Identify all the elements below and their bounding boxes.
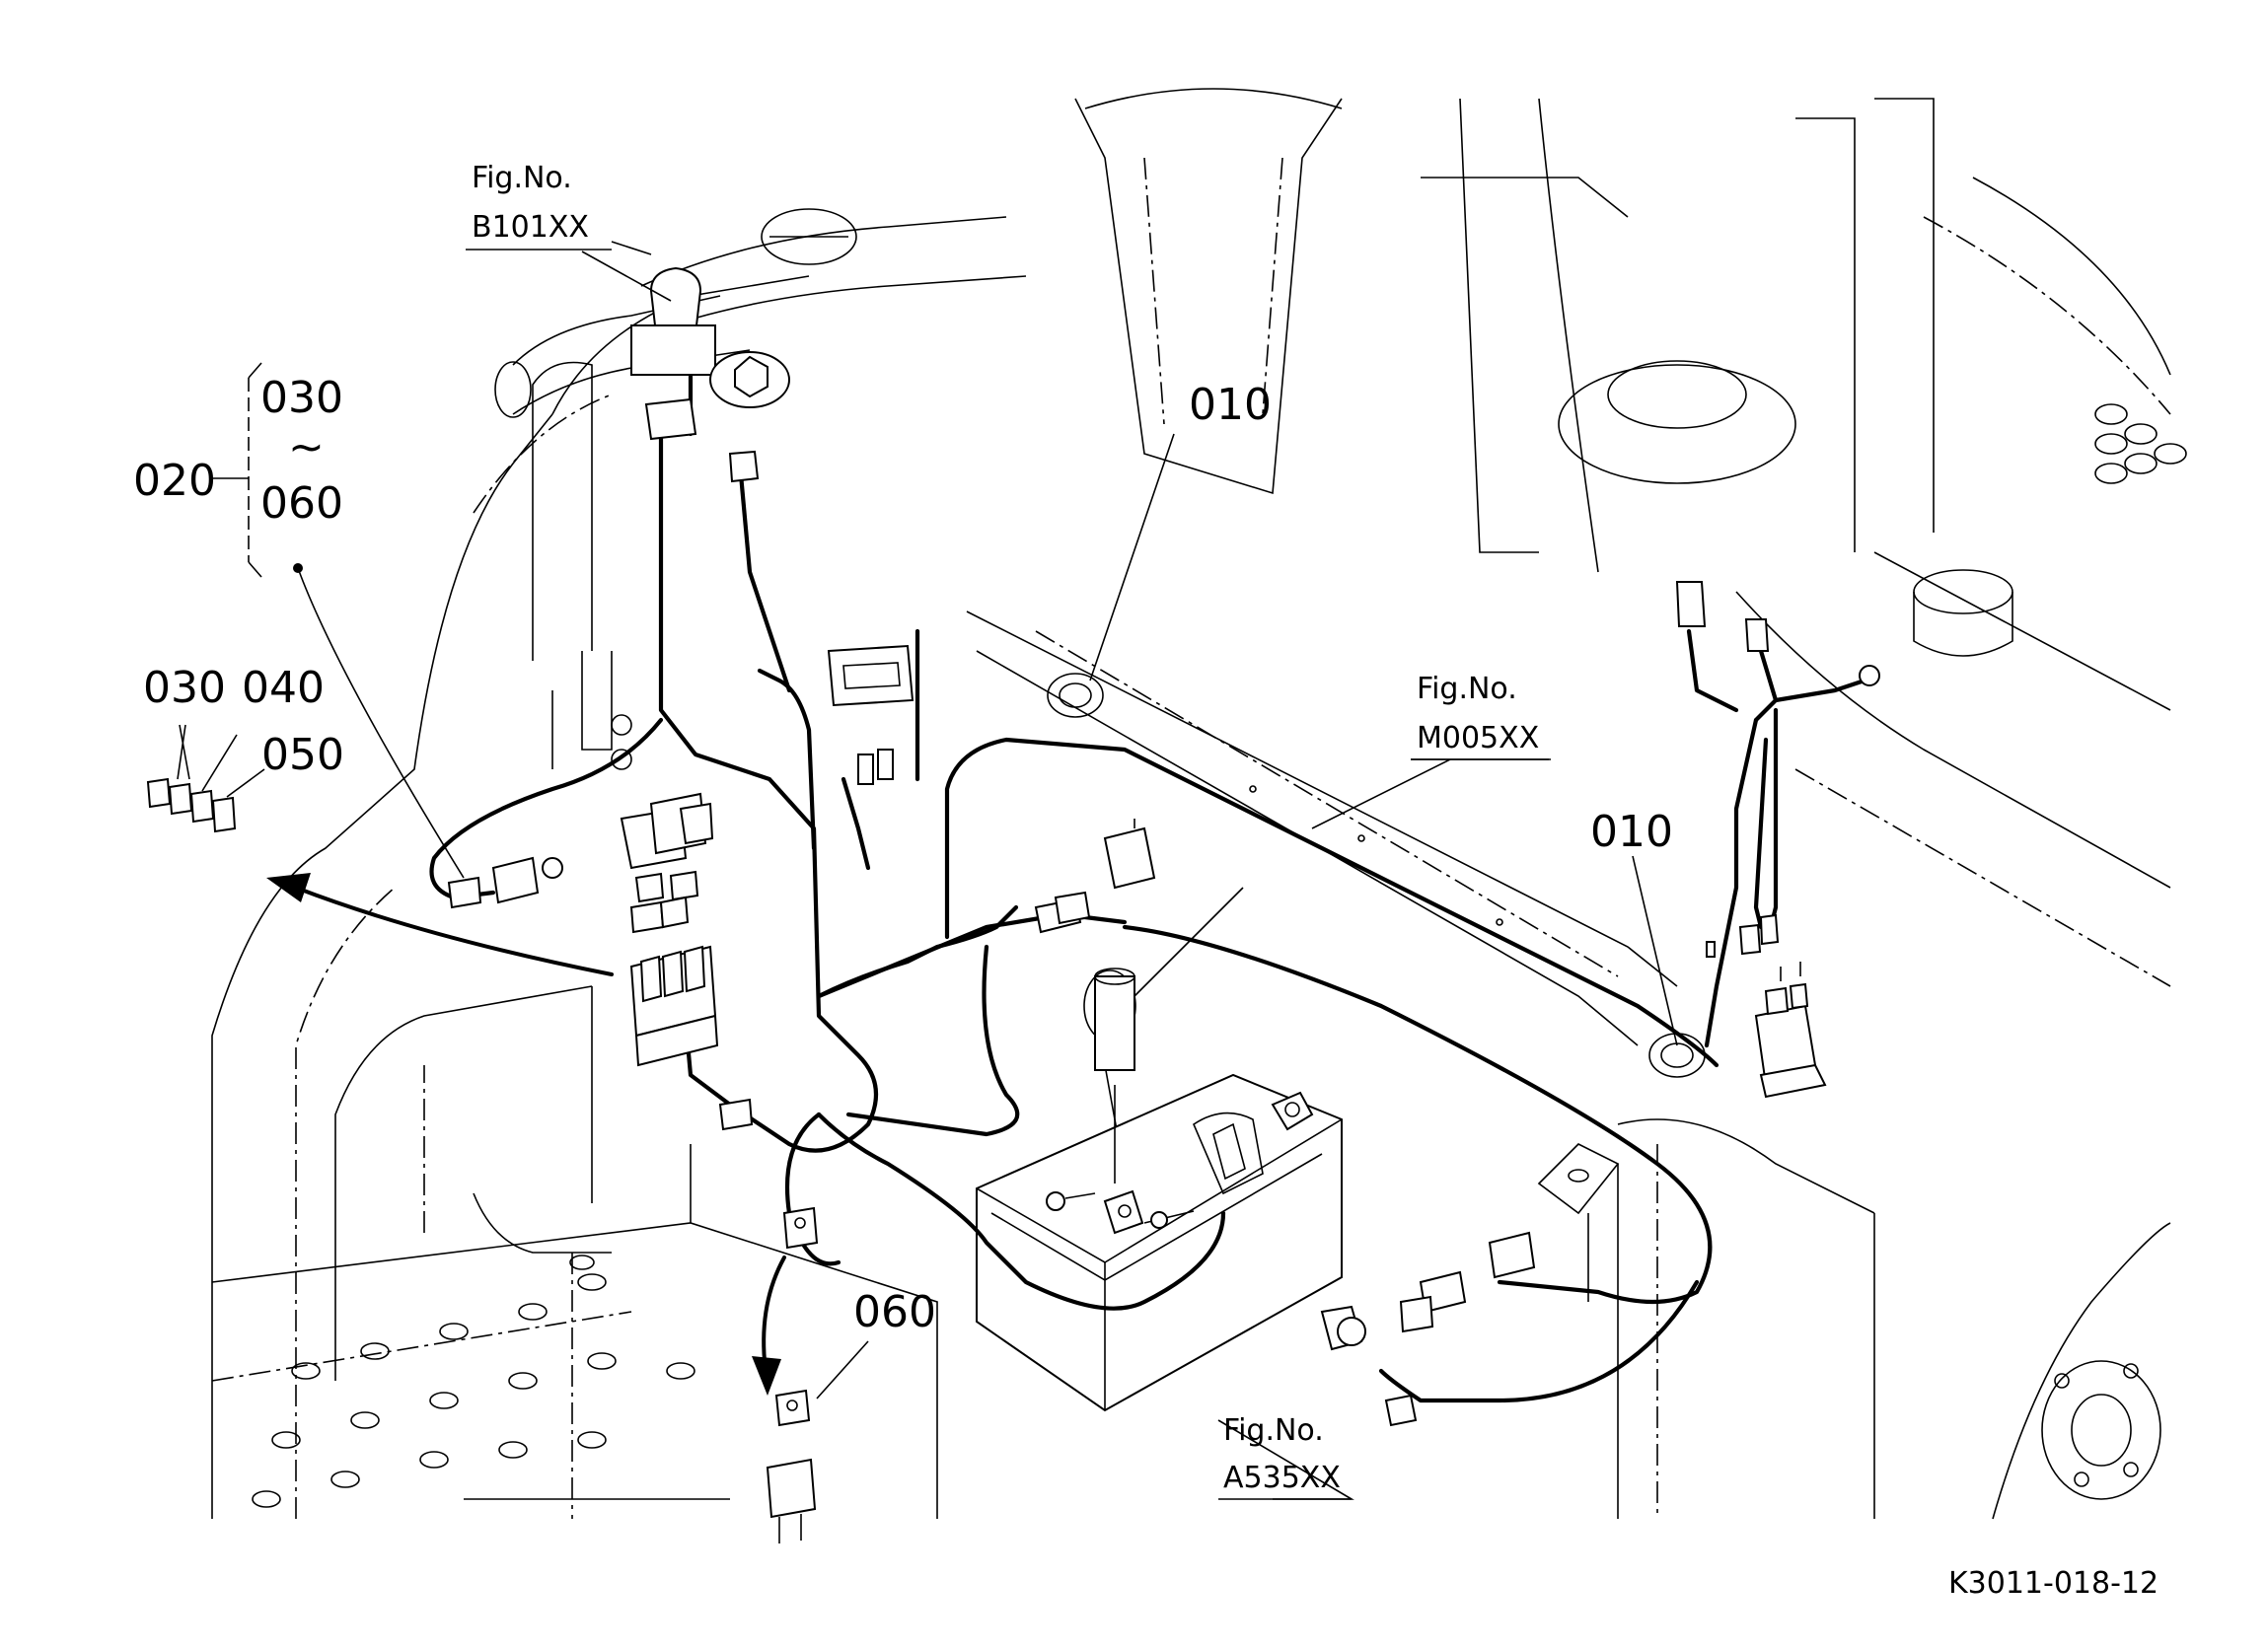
callout-030-range-start: 030	[260, 373, 343, 423]
figure-references: Fig.No. B101XX Fig.No. M005XX Fig.No. A5…	[472, 161, 1539, 1495]
drawing-code: K3011-018-12	[1948, 1566, 2158, 1601]
callout-030: 030	[143, 663, 226, 713]
callout-leader-lines	[177, 241, 1678, 1500]
callout-020: 020	[133, 456, 216, 506]
deck-tread-pattern	[252, 1255, 695, 1508]
assembly-arrows	[266, 873, 786, 1396]
callout-dot	[293, 563, 303, 573]
range-tilde: ~	[288, 422, 325, 472]
callout-010-upper: 010	[1189, 380, 1272, 430]
radiator-grille	[2094, 403, 2187, 484]
fig-ref-b101-code: B101XX	[472, 210, 589, 245]
callout-040: 040	[242, 663, 325, 713]
callout-050: 050	[261, 730, 344, 780]
battery	[976, 968, 1343, 1412]
callout-labels: 010 010 020 030 ~ 060 030 040 050 060	[133, 373, 1673, 1337]
fig-ref-a535-label: Fig.No.	[1223, 1413, 1324, 1448]
callout-060: 060	[853, 1287, 936, 1337]
fig-ref-m005-code: M005XX	[1417, 721, 1539, 755]
callout-060-range-end: 060	[260, 478, 343, 529]
fig-ref-b101-label: Fig.No.	[472, 161, 572, 195]
arrow-head-down	[752, 1356, 781, 1396]
component-parts	[146, 266, 1827, 1543]
sub-harness-right	[1686, 628, 1880, 930]
fig-ref-m005-label: Fig.No.	[1417, 672, 1517, 706]
arrow-head-left	[266, 873, 311, 902]
callout-010-lower: 010	[1590, 807, 1673, 857]
fig-ref-a535-code: A535XX	[1223, 1461, 1341, 1495]
